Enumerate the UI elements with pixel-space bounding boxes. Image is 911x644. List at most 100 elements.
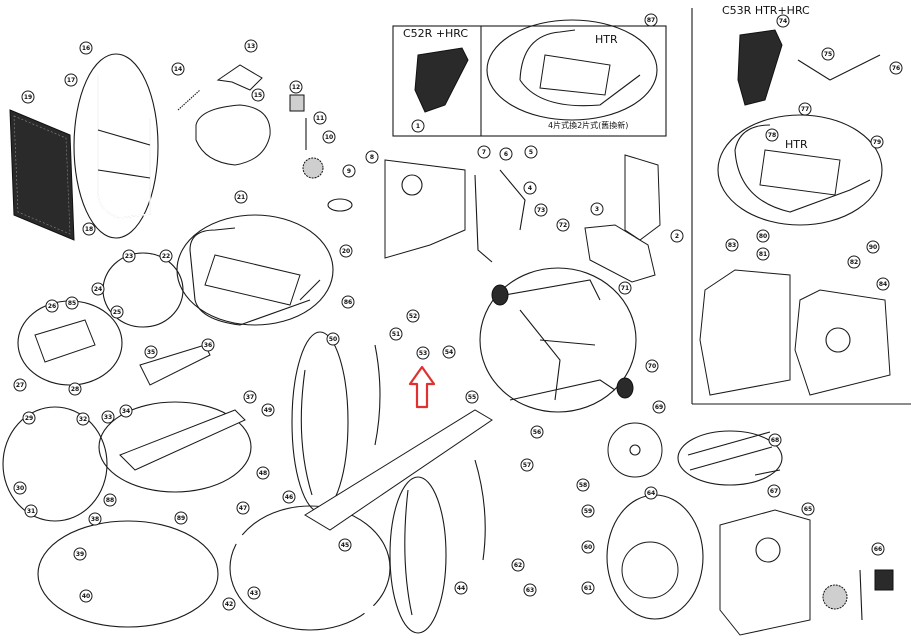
callout-number: 74: [779, 18, 787, 25]
callout-52: 52: [406, 309, 420, 323]
callout-number: 89: [177, 515, 185, 522]
part-htr-bar-right: [734, 124, 871, 213]
part-rod-66: [859, 569, 863, 621]
outline-main-frame: [479, 267, 637, 413]
callout-circle: [499, 147, 513, 161]
callout-circle: [454, 581, 468, 595]
callout-81: 81: [756, 247, 770, 261]
callout-circle: [767, 484, 781, 498]
callout-circle: [590, 202, 604, 216]
callout-circle: [243, 390, 257, 404]
callout-number: 25: [113, 309, 121, 316]
callout-circle: [801, 502, 815, 516]
callout-40: 40: [79, 589, 93, 603]
callout-7: 7: [477, 145, 491, 159]
callout-circle: [222, 597, 236, 611]
callout-39: 39: [73, 547, 87, 561]
callout-circle: [282, 490, 296, 504]
htr-top-caption: 4片式換2片式(舊換新): [548, 120, 628, 130]
callout-circle: [65, 296, 79, 310]
callout-number: 77: [801, 106, 809, 113]
callout-54: 54: [442, 345, 456, 359]
callout-24: 24: [91, 282, 105, 296]
callout-number: 35: [147, 349, 155, 356]
callout-circle: [871, 542, 885, 556]
callout-circle: [171, 62, 185, 76]
callout-11: 11: [313, 111, 327, 125]
callout-circle: [618, 281, 632, 295]
callout-number: 45: [341, 542, 349, 549]
callout-circle: [534, 203, 548, 217]
htr-top-title: HTR: [595, 33, 618, 46]
callout-circle: [644, 486, 658, 500]
callout-69: 69: [652, 400, 666, 414]
callout-number: 11: [316, 115, 324, 122]
part-console-bracket: [34, 319, 96, 363]
part-crank-kit: [687, 431, 773, 471]
callout-circle: [21, 90, 35, 104]
callout-32: 32: [76, 412, 90, 426]
callout-73: 73: [534, 203, 548, 217]
callout-53: 53: [416, 346, 430, 360]
part-htr-bar-top: [519, 29, 641, 107]
outline-pulse-grip: [2, 406, 108, 522]
outline-htr-top: [486, 19, 658, 121]
callout-23: 23: [122, 249, 136, 263]
callout-circle: [234, 190, 248, 204]
callout-83: 83: [725, 238, 739, 252]
callout-22: 22: [159, 249, 173, 263]
outline-hardware-kit: [37, 520, 219, 628]
callout-circle: [556, 218, 570, 232]
callout-circle: [406, 309, 420, 323]
callout-circle: [756, 229, 770, 243]
callout-circle: [22, 411, 36, 425]
callout-90: 90: [866, 240, 880, 254]
callout-79: 79: [870, 135, 884, 149]
part-grille-panel: [9, 109, 75, 241]
callout-59: 59: [581, 504, 595, 518]
callout-number: 83: [728, 242, 736, 249]
callout-number: 64: [647, 490, 655, 497]
callout-number: 71: [621, 285, 629, 292]
callout-65: 65: [801, 502, 815, 516]
callout-number: 84: [879, 281, 887, 288]
callout-number: 21: [237, 194, 245, 201]
callout-number: 4: [528, 185, 532, 192]
callout-circle: [465, 390, 479, 404]
part-handle-frame: [97, 75, 151, 219]
callout-number: 68: [771, 437, 779, 444]
part-block-66: [874, 569, 894, 591]
callout-number: 14: [174, 66, 182, 73]
callout-89: 89: [174, 511, 188, 525]
callout-8: 8: [365, 150, 379, 164]
callout-number: 27: [16, 382, 24, 389]
callout-44: 44: [454, 581, 468, 595]
callout-circle: [45, 299, 59, 313]
part-spring: [177, 89, 201, 111]
callout-number: 49: [264, 407, 272, 414]
part-housing-port: [401, 174, 423, 196]
callout-circle: [326, 332, 340, 346]
callout-15: 15: [251, 88, 265, 102]
callout-circle: [313, 111, 327, 125]
callout-43: 43: [247, 586, 261, 600]
part-pedal-arm-right: [404, 489, 413, 616]
part-flywheel: [607, 422, 663, 478]
callout-number: 10: [325, 134, 333, 141]
callout-88: 88: [103, 493, 117, 507]
callout-circle: [670, 229, 684, 243]
callout-circle: [289, 80, 303, 94]
callout-36: 36: [201, 338, 215, 352]
part-console-tray: [584, 224, 656, 283]
part-front-housing: [384, 159, 466, 259]
callout-number: 5: [529, 149, 533, 156]
callout-circle: [13, 378, 27, 392]
callout-circle: [581, 540, 595, 554]
callout-number: 50: [329, 336, 337, 343]
callout-number: 44: [457, 585, 465, 592]
callout-circle: [159, 249, 173, 263]
callout-number: 40: [82, 593, 90, 600]
callout-number: 81: [759, 251, 767, 258]
